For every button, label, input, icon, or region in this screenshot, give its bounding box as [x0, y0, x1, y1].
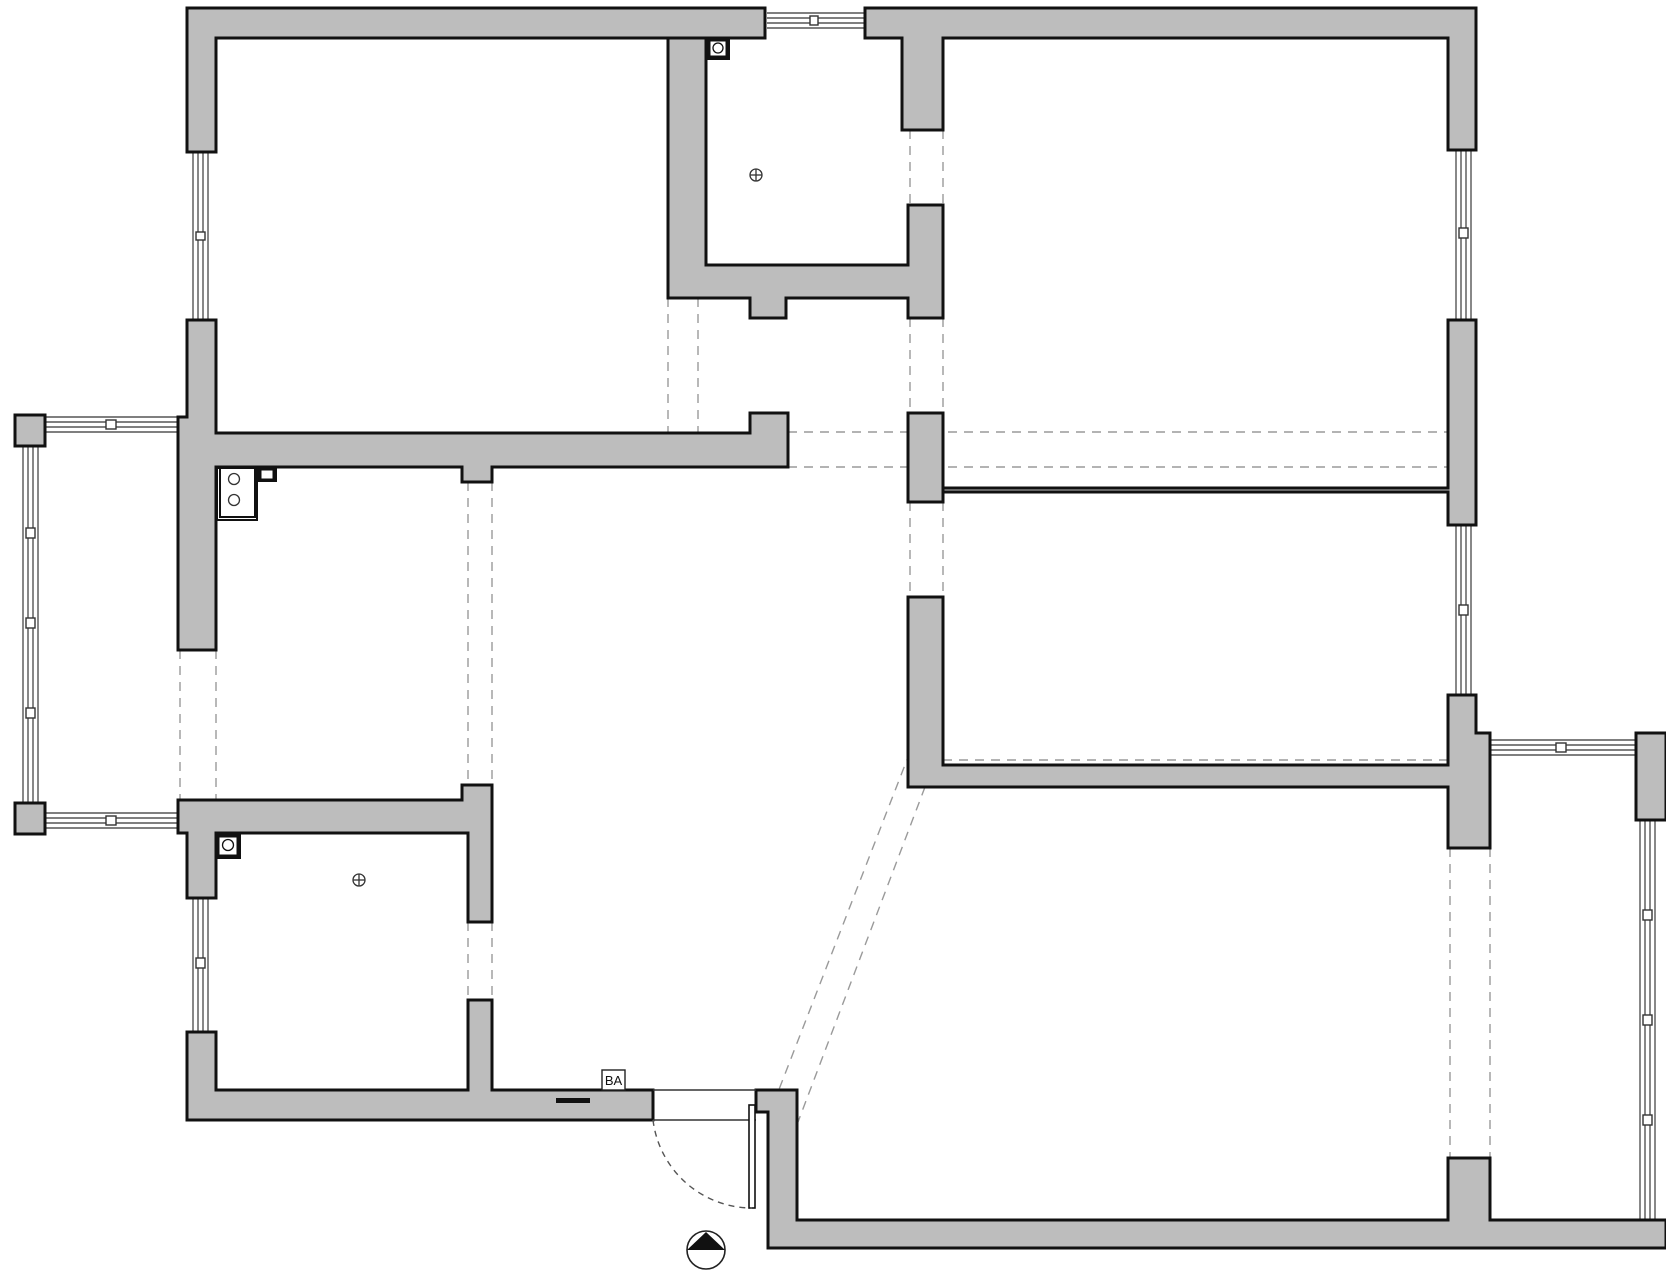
wall-bottom-right	[754, 1088, 1666, 1250]
door-swing-icon	[652, 1119, 753, 1209]
distribution-box-text: BA	[605, 1073, 623, 1088]
wall-bedroom-lower	[906, 595, 1492, 850]
wall-top-left	[185, 6, 767, 154]
wall-pillar-center	[906, 411, 945, 504]
window-left-upper	[192, 152, 209, 320]
entry-door	[652, 1089, 756, 1209]
wall-bedroom-divider	[941, 318, 1478, 527]
wall-top-right	[863, 6, 1478, 152]
window-right-upper	[1455, 150, 1472, 320]
post-balcony-left-bottom	[13, 801, 47, 836]
pipe-fixture-icon	[706, 38, 730, 60]
stove-icon	[216, 467, 277, 521]
walls	[13, 6, 1666, 1250]
distribution-panel	[556, 1098, 590, 1103]
wall-bottom-left	[185, 998, 655, 1122]
window-top	[767, 12, 865, 29]
fixtures	[216, 38, 763, 1103]
dashed-openings	[179, 130, 1491, 1158]
window-balcony-right	[1490, 739, 1656, 1223]
wall-lower-left-room	[176, 783, 494, 924]
pipe-fixture-icon	[216, 834, 241, 859]
wall-bathroom-top	[666, 36, 945, 320]
north-arrow-icon	[686, 1230, 726, 1270]
wall-left-spine	[176, 318, 790, 652]
window-right-middle	[1455, 525, 1472, 695]
distribution-box-label: BA	[601, 1069, 626, 1091]
post-balcony-left-top	[13, 413, 47, 448]
floor-drain-icon	[749, 168, 763, 182]
floor-drain-icon	[352, 873, 366, 887]
post-balcony-right	[1634, 731, 1666, 822]
window-balcony-left	[22, 416, 178, 829]
window-left-lower	[192, 898, 209, 1032]
windows	[22, 12, 1656, 1223]
